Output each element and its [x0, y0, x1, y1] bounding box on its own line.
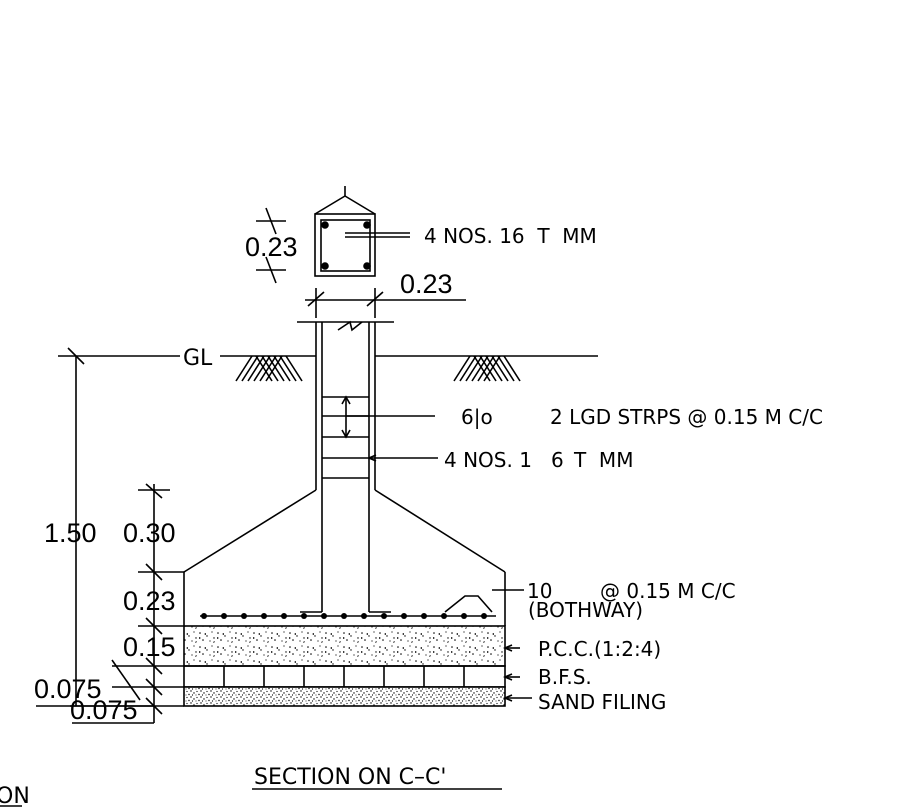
bfs-layer [183, 665, 506, 688]
depth-label-015: 0.15 [123, 632, 176, 662]
pcc-label: P.C.C.(1:2:4) [538, 637, 661, 661]
column-rebar-label: 4 NOS. 16 T MM [424, 224, 597, 248]
footing-outline [183, 489, 506, 626]
column-width-label: 0.23 [400, 269, 453, 299]
column-width-dimension [305, 288, 466, 318]
depth-label-023: 0.23 [123, 586, 176, 616]
column-elevation [297, 320, 394, 612]
footing-bothway-label: (BOTHWAY) [528, 598, 643, 622]
column-size-dimension [256, 207, 286, 284]
earth-hatch-right [453, 355, 521, 382]
footing-bars [201, 613, 487, 619]
column-plan [314, 186, 410, 277]
column-bars-label-a: 4 NOS. 1 [444, 448, 532, 472]
clipped-title: ON [0, 784, 30, 809]
footing-bar-dia-label: 10 [527, 579, 552, 603]
depth-label-150: 1.50 [44, 518, 97, 548]
stirrup-dia-label: 6|o [461, 405, 493, 429]
sand-layer [183, 686, 506, 707]
column-bars-label-c: T MM [573, 448, 633, 472]
stirrup-marker [341, 395, 435, 439]
section-title: SECTION ON C–C' [254, 765, 446, 790]
depth-label-030: 0.30 [123, 518, 176, 548]
leader-lines [366, 454, 532, 702]
column-bars-label-b: 6 [551, 448, 564, 472]
depth-label-0075-a: 0.075 [34, 674, 102, 704]
ground-level-label: GL [183, 346, 213, 371]
earth-hatch-left [235, 355, 303, 382]
pcc-layer [183, 625, 506, 667]
footing-bar-spacing-label: @ 0.15 M C/C [600, 579, 736, 603]
column-size-label: 0.23 [245, 232, 298, 262]
stacked-dimensions [36, 483, 184, 724]
stirrup-spacing-label: 2 LGD STRPS @ 0.15 M C/C [550, 405, 823, 429]
depth-label-0075-b: 0.075 [70, 695, 138, 725]
bfs-label: B.F.S. [538, 665, 592, 689]
sand-label: SAND FILING [538, 690, 666, 714]
